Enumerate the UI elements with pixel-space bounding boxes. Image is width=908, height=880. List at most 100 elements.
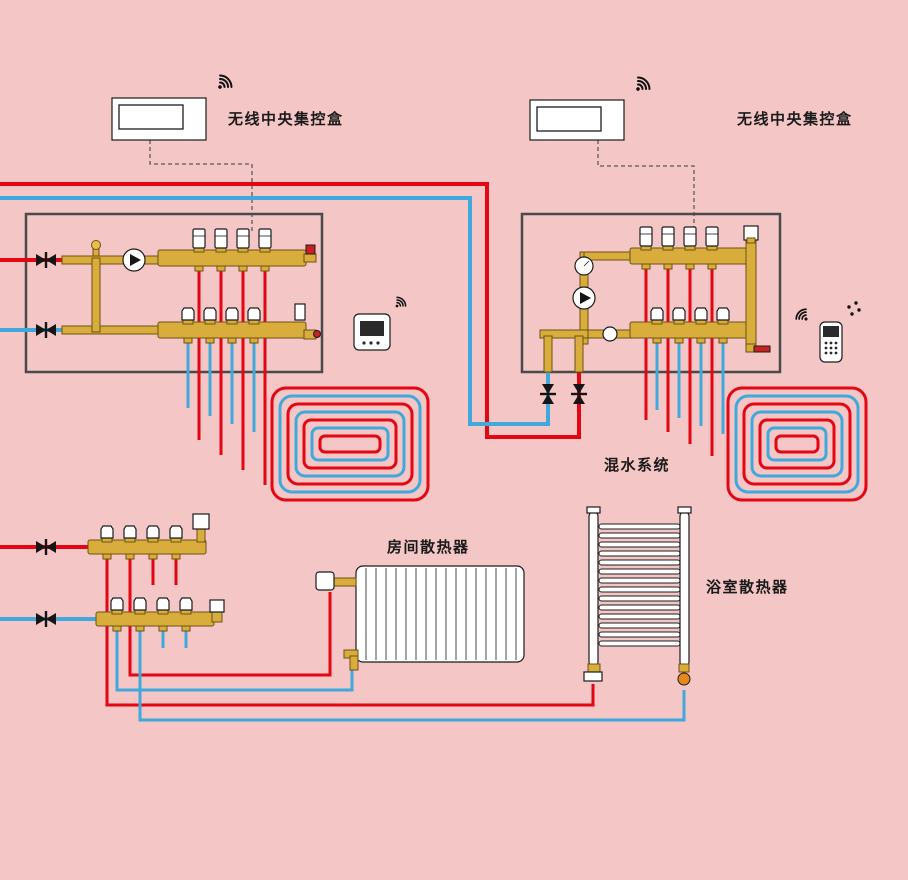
air-vent [209, 599, 225, 613]
left-station-frame [24, 212, 324, 374]
primary-return-drop [543, 335, 553, 373]
main-supply-pipe [0, 182, 581, 439]
thermostat-button [362, 341, 366, 345]
right-station-frame [520, 212, 782, 374]
valve-cap [110, 597, 124, 615]
port-nut [674, 337, 684, 344]
room-radiator-supply-pipe [128, 546, 332, 677]
mixing-tee-pipe [539, 329, 589, 339]
radiator-side-tube [679, 511, 690, 667]
air-vent [294, 303, 306, 321]
relief-valve-knob [91, 240, 101, 250]
valve-cap [100, 525, 114, 543]
port-nut [183, 337, 193, 344]
radiator-rung [598, 640, 681, 647]
radiator-valve [678, 663, 690, 673]
supply-header-pipe [583, 251, 633, 261]
port-nut [102, 553, 112, 560]
bypass-pipe [91, 257, 101, 333]
radiator-rung [598, 577, 681, 584]
radiator-rung [598, 541, 681, 548]
drain-valve-knob [313, 330, 321, 338]
label-control-box-right: 无线中央集控盒 [736, 110, 853, 128]
radiator-rung [598, 559, 681, 566]
end-riser [196, 527, 206, 543]
port-nut [112, 625, 122, 632]
thermostatic-valve-head [315, 571, 335, 591]
valve-cap [123, 525, 137, 543]
room-radiator [315, 565, 525, 671]
label-mixing-system: 混水系统 [604, 456, 670, 474]
return-header-pipe [61, 325, 159, 335]
valve-cap [694, 307, 708, 325]
label-room-radiator: 房间散热器 [387, 538, 470, 556]
signal-dots-icon [847, 301, 861, 316]
port-nut [696, 337, 706, 344]
end-fitting [211, 611, 223, 623]
floor-heating-coil-left [270, 386, 430, 502]
radiator-side-tube [588, 511, 599, 667]
radiator-rung [598, 613, 681, 620]
remote-screen [823, 326, 839, 337]
tube-top-cap [677, 506, 692, 514]
valve-cap [672, 307, 686, 325]
lower-manifold-station [0, 513, 686, 722]
pump-arrow-icon [130, 254, 141, 266]
valve-cap [650, 307, 664, 325]
valve-cap [156, 597, 170, 615]
flow-meter [639, 226, 653, 251]
port-nut [171, 553, 181, 560]
pump-arrow-icon [580, 292, 591, 304]
port-nut [216, 265, 226, 272]
port-nut [652, 337, 662, 344]
floor-heating-coil-right [726, 386, 868, 502]
valve-cap [225, 307, 239, 325]
port-nut [685, 263, 695, 270]
valve-cap [716, 307, 730, 325]
radiator-rung [598, 550, 681, 557]
thermostat-button [376, 341, 380, 345]
radiator-fins [365, 568, 517, 660]
supply-manifold-bar [157, 249, 307, 267]
return-manifold-bar [629, 321, 749, 339]
port-nut [205, 337, 215, 344]
valve-cap [203, 307, 217, 325]
control-box-panel [118, 104, 184, 130]
radiator-rung [598, 595, 681, 602]
valve-cap [179, 597, 193, 615]
thermometer-icon [602, 326, 618, 342]
thermostat-screen [360, 321, 384, 336]
radiator-valve-handle [583, 671, 603, 682]
radiator-rung [598, 586, 681, 593]
gauge-needle [583, 260, 590, 267]
port-nut [194, 265, 204, 272]
thermostat-button [369, 341, 373, 345]
radiator-body [355, 565, 525, 663]
towel-radiator-return-pipe [138, 618, 686, 722]
ball-valve-red-lever [753, 345, 771, 353]
return-valve-ball [677, 672, 691, 686]
main-return-pipe [0, 196, 550, 426]
port-nut [641, 263, 651, 270]
supply-manifold-bar [87, 539, 207, 555]
port-nut [238, 265, 248, 272]
port-nut [746, 237, 756, 244]
flow-meter [705, 226, 719, 251]
wireless-control-box-left [111, 72, 235, 141]
port-nut [148, 553, 158, 560]
towel-radiator [583, 506, 692, 686]
wall-thermostat [353, 294, 409, 351]
control-wire-right [597, 140, 695, 230]
port-nut [663, 263, 673, 270]
return-elbow-drop [349, 655, 359, 671]
valve-cap [181, 307, 195, 325]
manifold-station-left [0, 228, 321, 485]
trv-connector [333, 577, 357, 587]
port-nut [158, 625, 168, 632]
radiator-rung [598, 631, 681, 638]
tube-top-cap [586, 506, 601, 514]
label-control-box-left: 无线中央集控盒 [227, 110, 344, 128]
port-nut [135, 625, 145, 632]
air-vent [192, 513, 210, 530]
